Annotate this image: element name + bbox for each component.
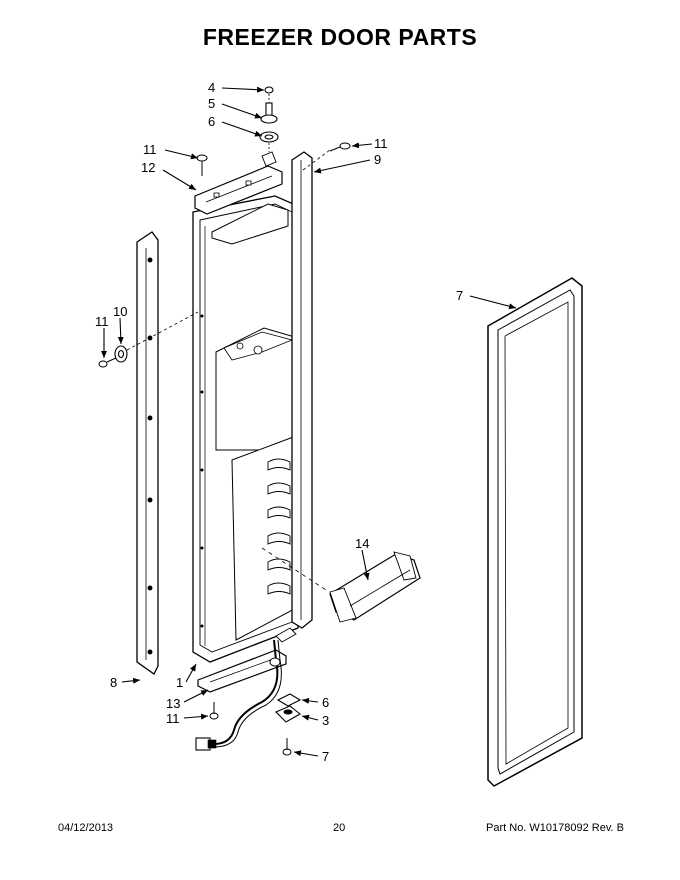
callout-14: 14 xyxy=(355,536,369,551)
top-hinge-bracket xyxy=(194,151,283,215)
callout-5: 5 xyxy=(208,96,215,111)
callout-11-bottom: 11 xyxy=(166,711,180,726)
screw-top-right xyxy=(329,142,351,152)
door-gasket xyxy=(487,277,583,787)
page-title: FREEZER DOOR PARTS xyxy=(202,24,478,50)
callout-7-bottom: 7 xyxy=(322,749,329,764)
callout-3: 3 xyxy=(322,713,329,728)
top-hinge-pin-assembly xyxy=(259,86,279,152)
callout-leaders xyxy=(101,86,517,757)
screw-bottom xyxy=(209,702,219,720)
callout-11-top-right: 11 xyxy=(374,136,388,151)
callout-8: 8 xyxy=(110,675,117,690)
footer-part-number: Part No. W10178092 Rev. B xyxy=(486,822,624,834)
callout-9: 9 xyxy=(374,152,381,167)
callout-1: 1 xyxy=(176,675,183,690)
callout-7-gasket: 7 xyxy=(456,288,463,303)
right-trim-strip xyxy=(291,149,331,629)
callout-6-bottom: 6 xyxy=(322,695,329,710)
bottom-hinge-assembly xyxy=(275,693,302,723)
freezer-door-body xyxy=(192,195,301,663)
callout-12: 12 xyxy=(141,160,155,175)
screw-bottom-hinge xyxy=(282,738,292,756)
footer-date: 04/12/2013 xyxy=(58,822,114,834)
callout-10: 10 xyxy=(113,304,127,319)
callout-11-top-left: 11 xyxy=(143,142,157,157)
callout-4: 4 xyxy=(208,80,215,95)
screw-side xyxy=(98,357,117,368)
callout-11-side: 11 xyxy=(95,314,109,329)
door-stop-washer xyxy=(114,311,199,363)
screw-top-left xyxy=(196,154,208,176)
footer-page-number: 20 xyxy=(333,822,346,834)
callout-13: 13 xyxy=(166,696,180,711)
callout-labels: 4 5 6 11 12 11 9 7 10 11 14 8 1 13 11 6 … xyxy=(95,80,463,764)
door-bin xyxy=(261,547,421,623)
left-trim-strip xyxy=(136,231,159,675)
wire-harness xyxy=(195,639,282,751)
callout-6-top: 6 xyxy=(208,114,215,129)
